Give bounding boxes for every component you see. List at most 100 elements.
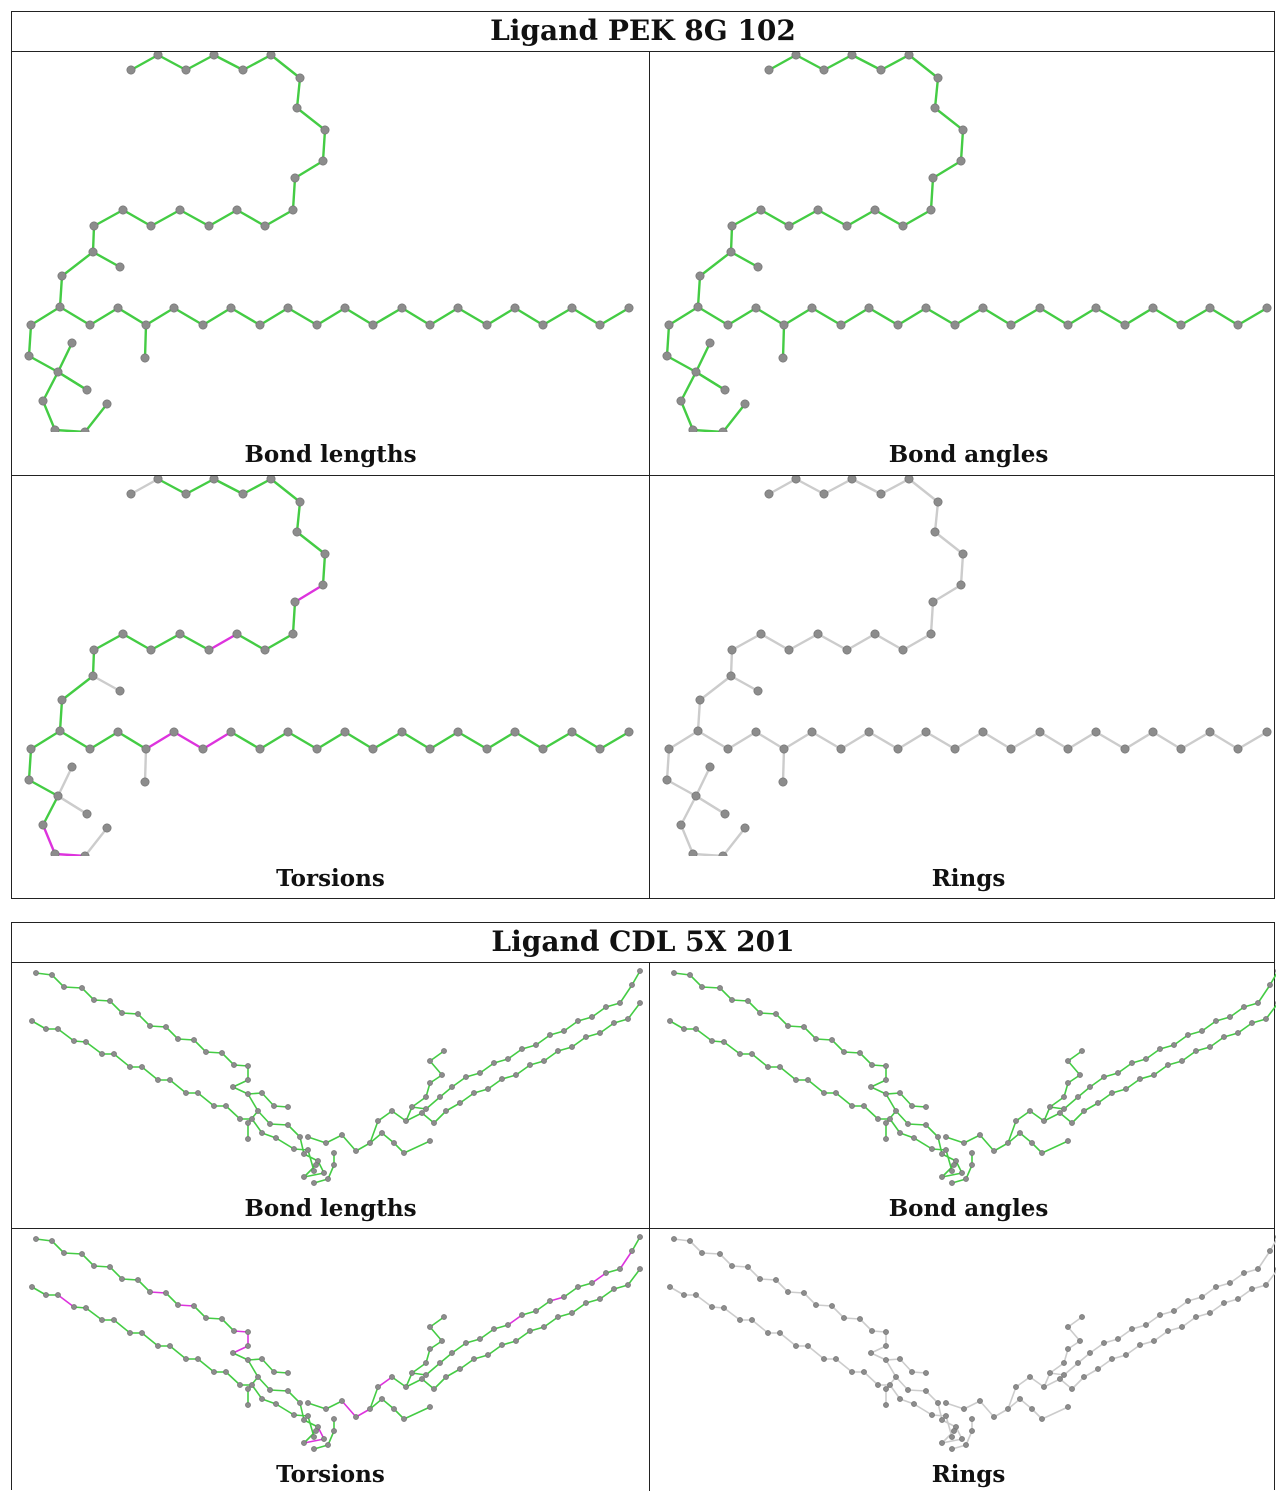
bond-18 xyxy=(247,1093,259,1112)
bond-28 xyxy=(782,306,814,327)
atom-21 xyxy=(285,1388,291,1394)
atom-33 xyxy=(283,727,293,737)
atom-36 xyxy=(777,1064,783,1070)
molecule-diagram xyxy=(24,52,634,432)
atom-2 xyxy=(699,984,705,990)
bond-9 xyxy=(293,583,325,604)
atom-56 xyxy=(323,1406,329,1412)
atom-15 xyxy=(883,1063,889,1069)
atom-40 xyxy=(833,1356,839,1362)
atom-17 xyxy=(868,1350,874,1356)
atom-97 xyxy=(1185,1298,1191,1304)
atom-66 xyxy=(1061,1360,1067,1366)
atom-32 xyxy=(255,744,265,754)
atom-44 xyxy=(887,1116,893,1122)
bond-30 xyxy=(201,306,233,327)
atom-101 xyxy=(603,1270,609,1276)
atom-9 xyxy=(163,1290,169,1296)
atom-69 xyxy=(427,1058,433,1064)
atom-24 xyxy=(53,367,63,377)
bond-14 xyxy=(816,632,849,652)
atom-51 xyxy=(271,1369,277,1375)
atom-0 xyxy=(33,1236,39,1242)
atom-30 xyxy=(693,1292,699,1298)
atom-78 xyxy=(1151,1072,1157,1078)
atom-26 xyxy=(301,1440,307,1446)
atom-21 xyxy=(285,1122,291,1128)
bond-35 xyxy=(779,1066,797,1081)
atom-73 xyxy=(443,1374,449,1380)
molecule-diagram xyxy=(662,476,1272,856)
atom-95 xyxy=(1157,1046,1163,1052)
atom-39 xyxy=(821,1356,827,1362)
atom-25 xyxy=(115,686,125,696)
atom-47 xyxy=(291,1412,297,1418)
atom-80 xyxy=(541,1324,547,1330)
atom-31 xyxy=(71,1038,77,1044)
atom-97 xyxy=(1185,1032,1191,1038)
atom-38 xyxy=(167,1343,173,1349)
atom-67 xyxy=(427,1346,433,1352)
bond-86 xyxy=(425,1362,441,1376)
atom-43 xyxy=(875,1116,881,1122)
atom-61 xyxy=(391,1406,397,1412)
bond-12 xyxy=(873,208,905,228)
atom-23 xyxy=(939,1151,945,1157)
atom-77 xyxy=(499,1342,505,1348)
atom-4 xyxy=(238,489,248,499)
atom-46 xyxy=(273,1401,279,1407)
atom-44 xyxy=(887,1382,893,1388)
atom-14 xyxy=(842,645,852,655)
atom-8 xyxy=(958,125,968,135)
atom-69 xyxy=(427,1324,433,1330)
bond-44 xyxy=(1236,306,1269,327)
bond-45 xyxy=(781,323,786,360)
atom-12 xyxy=(898,645,908,655)
atom-22 xyxy=(26,320,36,330)
atom-90 xyxy=(449,1084,455,1090)
atom-40 xyxy=(195,1356,201,1362)
atom-43 xyxy=(567,727,577,737)
atom-31 xyxy=(226,303,236,313)
atom-73 xyxy=(1081,1108,1087,1114)
atom-59 xyxy=(367,1406,373,1412)
atom-90 xyxy=(1087,1350,1093,1356)
atom-108 xyxy=(969,1428,975,1434)
atom-4 xyxy=(729,997,735,1003)
bond-42 xyxy=(1179,306,1212,327)
atom-106 xyxy=(1065,1138,1071,1144)
ligand-table-pek: Ligand PEK 8G 102 Bond lengths Bond angl… xyxy=(11,11,1275,899)
bond-22 xyxy=(27,747,33,782)
atom-96 xyxy=(1171,1308,1177,1314)
atom-8 xyxy=(320,125,330,135)
atom-18 xyxy=(89,645,99,655)
atom-19 xyxy=(255,1108,261,1114)
bond-25 xyxy=(941,1438,963,1444)
atom-76 xyxy=(1123,1086,1129,1092)
atom-37 xyxy=(155,1343,161,1349)
atom-28 xyxy=(29,1284,35,1290)
atom-93 xyxy=(491,1326,497,1332)
atom-56 xyxy=(961,1406,967,1412)
bond-49 xyxy=(41,794,60,827)
atom-54 xyxy=(883,1136,889,1142)
atom-80 xyxy=(1179,1324,1185,1330)
bond-1 xyxy=(156,477,188,496)
atom-61 xyxy=(391,1140,397,1146)
atom-58 xyxy=(353,1148,359,1154)
bond-5 xyxy=(907,53,940,80)
atom-1 xyxy=(153,476,163,484)
atom-33 xyxy=(99,1051,105,1057)
atom-48 xyxy=(943,1147,949,1153)
atom-42 xyxy=(223,1369,229,1375)
atom-110 xyxy=(949,1446,955,1452)
atom-18 xyxy=(727,221,737,231)
atom-25 xyxy=(321,1170,327,1176)
bond-2 xyxy=(63,986,83,989)
atom-26 xyxy=(85,744,95,754)
atom-5 xyxy=(904,476,914,484)
atom-19 xyxy=(726,671,736,681)
atom-57 xyxy=(339,1132,345,1138)
atom-79 xyxy=(527,1328,533,1334)
bond-25 xyxy=(58,729,92,751)
